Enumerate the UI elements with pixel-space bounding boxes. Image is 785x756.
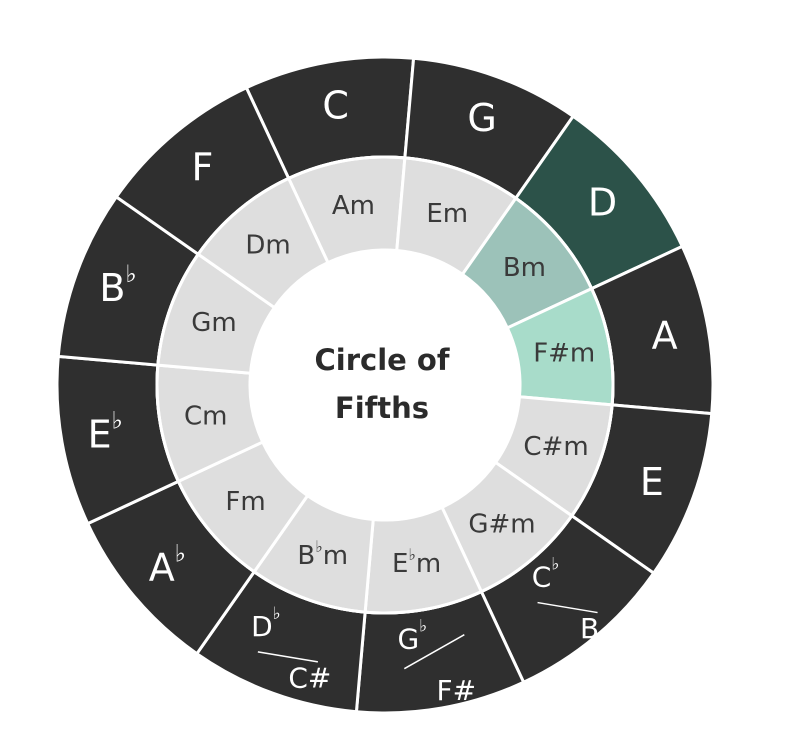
major-key-label-bottom: B <box>580 612 599 645</box>
title-line-1: Circle of <box>315 343 450 377</box>
major-key-ring: C G D A E C♭ B G♭ F# D♭C# A♭ E♭ B♭ F <box>55 55 715 715</box>
minor-key-label: Bm <box>503 253 546 283</box>
minor-key-label: G#m <box>468 509 535 539</box>
minor-key-gsharpm[interactable]: G#m <box>440 460 574 594</box>
major-key-label-top: G♭ <box>397 617 427 656</box>
minor-key-label: Dm <box>245 231 290 261</box>
minor-key-eflatm[interactable]: E♭m <box>363 505 484 615</box>
major-key-label-top: C♭ <box>532 555 560 594</box>
ring-divider <box>155 155 615 615</box>
enharmonic-divider-line <box>537 601 598 614</box>
minor-key-label: E♭m <box>392 545 441 580</box>
minor-key-label: C#m <box>523 432 588 462</box>
major-key-label: A <box>652 314 678 358</box>
major-key-a[interactable]: A <box>589 244 715 416</box>
title-line-2: Fifths <box>335 391 429 425</box>
minor-key-label: Cm <box>184 402 227 432</box>
enharmonic-divider-line <box>403 634 465 670</box>
minor-key-bm[interactable]: Bm <box>460 196 594 330</box>
major-key-label: B♭ <box>99 260 136 310</box>
minor-key-label: Em <box>426 199 468 229</box>
major-key-label: E♭ <box>88 406 123 456</box>
center-disc <box>250 250 520 520</box>
minor-key-label: B♭m <box>297 537 348 572</box>
major-key-label: F <box>192 145 214 189</box>
minor-key-cm[interactable]: Cm <box>155 363 265 484</box>
enharmonic-divider-line <box>257 651 318 663</box>
major-key-label: A♭ <box>149 540 186 590</box>
major-key-g[interactable]: G <box>403 56 576 201</box>
major-key-label: E <box>640 460 664 504</box>
minor-key-label: F#m <box>533 338 595 368</box>
major-key-label: D <box>588 180 617 224</box>
major-key-label-top: D♭ <box>251 604 281 643</box>
minor-key-label: Fm <box>225 487 265 517</box>
major-key-label: G <box>467 96 496 140</box>
major-key-label: C <box>322 83 349 127</box>
major-key-label-bottom: C# <box>288 661 331 694</box>
minor-key-label: Gm <box>191 308 236 338</box>
minor-key-label: Am <box>332 191 375 221</box>
major-key-label-bottom: F# <box>437 674 477 707</box>
